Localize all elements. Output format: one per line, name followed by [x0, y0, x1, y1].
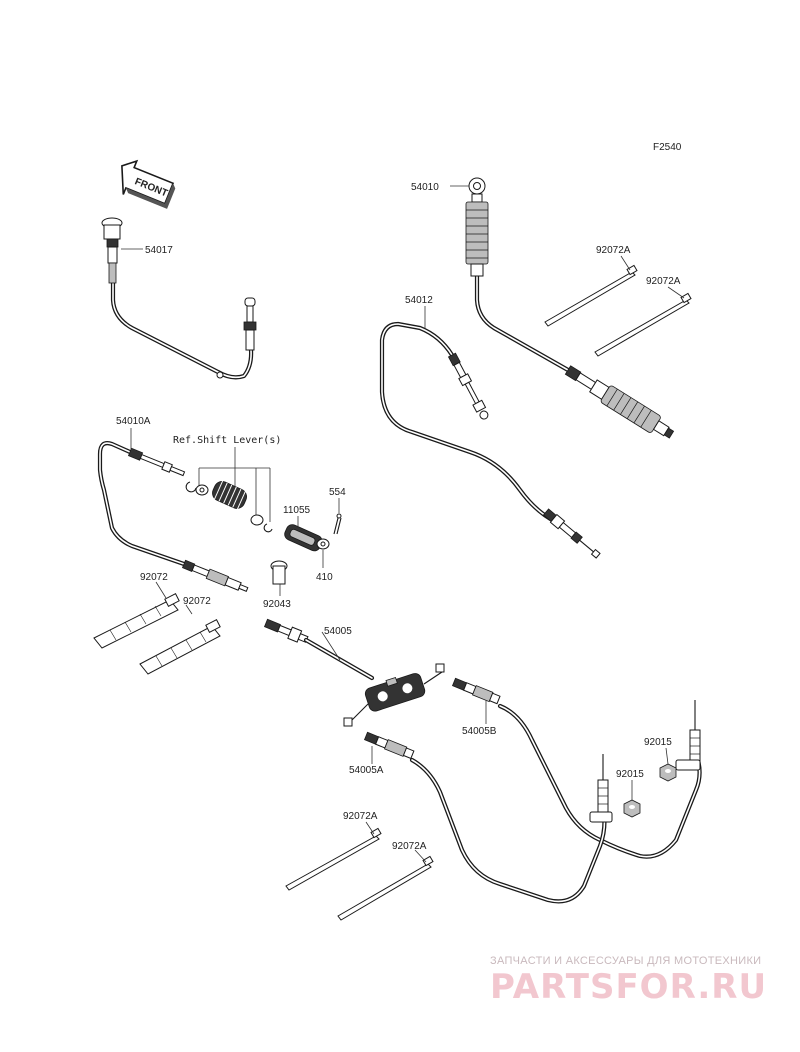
front-arrow-icon: FRONT	[121, 159, 176, 209]
cable-54010: 54010	[411, 177, 675, 439]
cable-54005: 54005	[263, 618, 426, 712]
cable-tie-92072a-bottom-upper: 92072A	[285, 811, 382, 891]
label-54010a: 54010A	[116, 416, 151, 427]
label-54005b: 54005B	[462, 726, 497, 737]
label-92072a-1: 92072A	[596, 245, 631, 256]
nut-92015-upper: 92015	[644, 737, 677, 782]
label-554: 554	[329, 487, 346, 498]
label-54012: 54012	[405, 295, 433, 306]
label-92072a-2: 92072A	[646, 276, 681, 287]
figure-code: F2540	[653, 142, 682, 153]
cable-tie-92072-lower: 92072	[139, 596, 221, 675]
cable-tie-92072-upper: 92072	[93, 572, 180, 649]
label-54010: 54010	[411, 182, 439, 193]
watermark-logo: ЗАПЧАСТИ И АКСЕССУАРЫ ДЛЯ МОТОТЕХНИКИ PA…	[490, 955, 767, 1007]
label-92072-2: 92072	[183, 596, 211, 607]
cable-tie-92072a-bottom-lower: 92072A	[337, 841, 434, 921]
label-92072a-3: 92072A	[343, 811, 378, 822]
cable-54010a: 54010A	[97, 416, 249, 592]
cable-54005a: 54005A	[343, 703, 613, 904]
cable-tie-92072a-upper: 92072A	[544, 245, 638, 327]
label-54005: 54005	[324, 626, 352, 637]
label-92043: 92043	[263, 599, 291, 610]
label-54005a: 54005A	[349, 765, 384, 776]
label-54017: 54017	[145, 245, 173, 256]
nut-92015-lower: 92015	[616, 769, 644, 818]
label-92015-1: 92015	[644, 737, 672, 748]
cable-tie-92072a-lower: 92072A	[594, 276, 692, 357]
label-410: 410	[316, 572, 333, 583]
label-11055: 11055	[283, 505, 311, 516]
watermark-text: PARTSFOR.RU	[490, 967, 767, 1007]
cable-54012: 54012	[379, 295, 601, 559]
watermark-tagline: ЗАПЧАСТИ И АКСЕССУАРЫ ДЛЯ МОТОТЕХНИКИ	[490, 955, 761, 967]
cable-54017: 54017	[101, 217, 257, 380]
shift-lever-parts: Ref.Shift Lever(s) 11055	[173, 435, 346, 610]
ref-note: Ref.Shift Lever(s)	[173, 435, 281, 446]
label-92072a-4: 92072A	[392, 841, 427, 852]
cable-54005b: 54005B	[423, 663, 702, 859]
label-92015-2: 92015	[616, 769, 644, 780]
label-92072-1: 92072	[140, 572, 168, 583]
